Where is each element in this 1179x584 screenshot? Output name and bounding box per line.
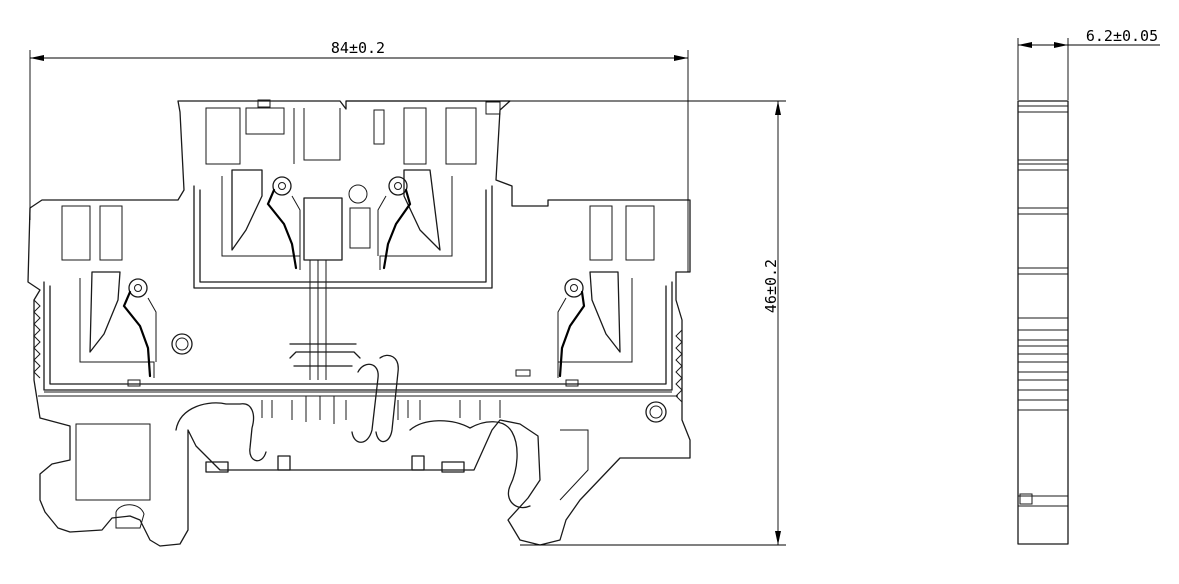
base-slot-1 — [205, 461, 229, 473]
left-pocket-2 — [99, 205, 123, 261]
top-pocket-4 — [445, 107, 477, 165]
housing-outline — [27, 100, 691, 547]
clamp-upper-right — [377, 169, 453, 270]
tab-mid — [515, 369, 531, 377]
tab-left — [127, 379, 141, 387]
tab-right — [565, 379, 579, 387]
base-rail-lines — [38, 391, 678, 397]
dimension-width-label: 84±0.2 — [331, 39, 385, 57]
clamp-upper-left — [221, 169, 301, 270]
dimension-height-label: 46±0.2 — [762, 259, 780, 313]
side-outline — [1017, 100, 1069, 545]
top-center-slot — [293, 108, 341, 164]
foot-left-hook — [115, 504, 145, 529]
base-slot-2 — [277, 455, 291, 471]
dimension-thickness: 6.2±0.05 — [1017, 27, 1160, 100]
dimension-width: 84±0.2 — [29, 39, 689, 272]
side-bands — [1018, 105, 1068, 507]
top-pocket-2 — [245, 107, 285, 135]
side-notch — [1019, 493, 1033, 505]
front-view — [27, 99, 691, 547]
mount-curve-right — [409, 420, 531, 509]
upper-channel-frame — [193, 185, 493, 289]
mount-curve-left — [175, 402, 267, 462]
right-ribs — [675, 329, 683, 403]
foot-left-cavity — [75, 423, 151, 501]
center-window — [349, 207, 371, 249]
dimension-thickness-label: 6.2±0.05 — [1086, 27, 1158, 45]
hole-right — [645, 401, 667, 423]
center-post — [303, 197, 343, 261]
hole-left — [171, 333, 193, 355]
bridge-ribs — [261, 396, 501, 424]
lower-channel-frame — [43, 281, 673, 391]
center-stems — [309, 260, 327, 380]
foot-right-detail — [559, 429, 589, 501]
left-pocket-1 — [61, 205, 91, 261]
center-hole — [348, 184, 368, 204]
top-notch-2 — [485, 101, 501, 115]
right-pocket-1 — [625, 205, 655, 261]
base-slot-3 — [411, 455, 425, 471]
jumper-area — [289, 343, 399, 443]
dimension-height: 46±0.2 — [346, 100, 786, 546]
clamp-lower-left — [79, 271, 157, 378]
side-view — [1017, 100, 1069, 545]
top-pocket-3 — [403, 107, 427, 165]
top-notch-1 — [257, 99, 271, 108]
left-ribs — [33, 299, 41, 379]
top-center-pin — [373, 109, 385, 145]
top-pocket-1 — [205, 107, 241, 165]
base-slot-4 — [441, 461, 465, 473]
right-pocket-2 — [589, 205, 613, 261]
clamp-lower-right — [557, 271, 633, 378]
